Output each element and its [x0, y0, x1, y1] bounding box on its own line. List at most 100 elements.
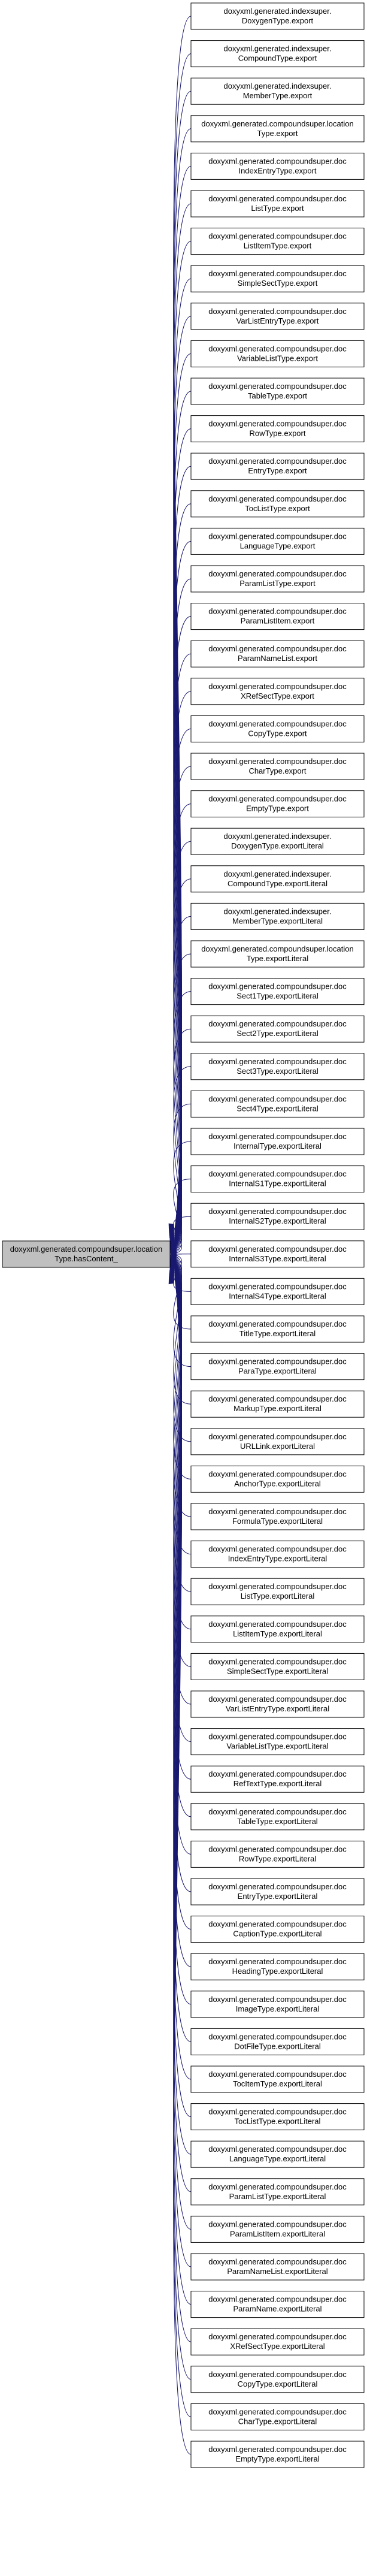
callee-node[interactable]: doxyxml.generated.compoundsuper.docSect3… [190, 1053, 365, 1080]
callee-node[interactable]: doxyxml.generated.indexsuper.CompoundTyp… [190, 865, 365, 893]
callee-node[interactable]: doxyxml.generated.compoundsuper.docRefTe… [190, 1765, 365, 1793]
callee-node[interactable]: doxyxml.generated.compoundsuper.docParam… [190, 2215, 365, 2243]
callee-node[interactable]: doxyxml.generated.compoundsuper.docTable… [190, 378, 365, 405]
node-label-line: MemberType.exportLiteral [232, 916, 323, 925]
node-label-line: doxyxml.generated.compoundsuper.doc [208, 982, 347, 991]
node-label-line: URLLink.exportLiteral [240, 1442, 315, 1451]
node-label-line: CompoundType.exportLiteral [228, 879, 327, 888]
callee-node[interactable]: doxyxml.generated.compoundsuper.docTocLi… [190, 2103, 365, 2131]
callee-node[interactable]: doxyxml.generated.compoundsuper.docCharT… [190, 753, 365, 780]
node-label-line: TocListType.exportLiteral [235, 2117, 321, 2126]
callee-node[interactable]: doxyxml.generated.compoundsuper.docHeadi… [190, 1953, 365, 1980]
callee-node[interactable]: doxyxml.generated.compoundsuper.docFormu… [190, 1503, 365, 1530]
callee-node[interactable]: doxyxml.generated.compoundsuper.docVaria… [190, 340, 365, 367]
callee-node[interactable]: doxyxml.generated.compoundsuper.docListI… [190, 228, 365, 255]
callee-node[interactable]: doxyxml.generated.indexsuper.DoxygenType… [190, 828, 365, 855]
callee-node[interactable]: doxyxml.generated.compoundsuper.docCapti… [190, 1916, 365, 1943]
node-label-line: ParamNameList.export [238, 654, 317, 663]
callee-node[interactable]: doxyxml.generated.indexsuper.CompoundTyp… [190, 40, 365, 68]
callee-node[interactable]: doxyxml.generated.compoundsuper.docEmpty… [190, 2441, 365, 2468]
callee-node[interactable]: doxyxml.generated.compoundsuper.docSimpl… [190, 265, 365, 292]
node-label-line: doxyxml.generated.compoundsuper.doc [208, 1545, 347, 1554]
callee-node[interactable]: doxyxml.generated.indexsuper.DoxygenType… [190, 2, 365, 30]
callee-node[interactable]: doxyxml.generated.compoundsuper.docRowTy… [190, 415, 365, 443]
callee-node[interactable]: doxyxml.generated.compoundsuper.docInter… [190, 1240, 365, 1268]
callee-node[interactable]: doxyxml.generated.compoundsuper.docLangu… [190, 2140, 365, 2168]
node-label-line: doxyxml.generated.compoundsuper.doc [208, 344, 347, 353]
callee-node[interactable]: doxyxml.generated.compoundsuper.docEntry… [190, 1878, 365, 1905]
callee-node[interactable]: doxyxml.generated.compoundsuper.docTocIt… [190, 2065, 365, 2093]
callee-node[interactable]: doxyxml.generated.compoundsuper.docSect1… [190, 978, 365, 1005]
callee-node[interactable]: doxyxml.generated.compoundsuper.docInter… [190, 1165, 365, 1193]
callee-node[interactable]: doxyxml.generated.compoundsuper.docIndex… [190, 152, 365, 180]
callee-node[interactable]: doxyxml.generated.compoundsuper.docTocLi… [190, 490, 365, 518]
callee-node[interactable]: doxyxml.generated.compoundsuper.docInter… [190, 1203, 365, 1230]
node-box [190, 527, 365, 555]
node-label-line: doxyxml.generated.compoundsuper.doc [208, 682, 347, 691]
node-label-line: doxyxml.generated.compoundsuper.doc [208, 2032, 347, 2041]
node-label-line: TitleType.exportLiteral [239, 1329, 316, 1338]
callee-node[interactable]: doxyxml.generated.compoundsuper.docTable… [190, 1803, 365, 1831]
callee-node[interactable]: doxyxml.generated.compoundsuper.docRowTy… [190, 1840, 365, 1868]
node-label-line: ParamName.exportLiteral [233, 2305, 321, 2314]
callee-node[interactable]: doxyxml.generated.compoundsuper.docSect2… [190, 1015, 365, 1043]
node-box [190, 2028, 365, 2055]
callee-node[interactable]: doxyxml.generated.compoundsuper.docSect4… [190, 1090, 365, 1118]
callee-node[interactable]: doxyxml.generated.indexsuper.MemberType.… [190, 902, 365, 930]
callee-node[interactable]: doxyxml.generated.compoundsuper.location… [190, 940, 365, 968]
node-label-line: doxyxml.generated.compoundsuper.location [201, 119, 353, 128]
callee-node[interactable]: doxyxml.generated.compoundsuper.docImage… [190, 1991, 365, 2018]
callee-node[interactable]: doxyxml.generated.compoundsuper.docXRefS… [190, 678, 365, 705]
callee-node[interactable]: doxyxml.generated.compoundsuper.docCharT… [190, 2403, 365, 2430]
callee-node[interactable]: doxyxml.generated.compoundsuper.docParam… [190, 2291, 365, 2318]
node-label-line: CharType.exportLiteral [238, 2417, 317, 2426]
callee-node[interactable]: doxyxml.generated.compoundsuper.docXRefS… [190, 2328, 365, 2355]
node-box [190, 1953, 365, 1980]
callee-node[interactable]: doxyxml.generated.compoundsuper.docTitle… [190, 1315, 365, 1343]
callee-node[interactable]: doxyxml.generated.compoundsuper.docListT… [190, 1578, 365, 1605]
callee-node[interactable]: doxyxml.generated.compoundsuper.location… [190, 115, 365, 143]
node-label-line: EmptyType.export [246, 804, 309, 813]
callee-node[interactable]: doxyxml.generated.indexsuper.MemberType.… [190, 77, 365, 105]
node-label-line: MarkupType.exportLiteral [233, 1404, 321, 1413]
node-label-line: InternalType.exportLiteral [233, 1141, 321, 1150]
node-label-line: doxyxml.generated.compoundsuper.doc [208, 2257, 347, 2266]
node-box [190, 940, 365, 968]
callee-node[interactable]: doxyxml.generated.compoundsuper.docListI… [190, 1615, 365, 1643]
callee-node[interactable]: doxyxml.generated.compoundsuper.docAncho… [190, 1465, 365, 1493]
callee-node[interactable]: doxyxml.generated.compoundsuper.docVarLi… [190, 303, 365, 330]
callee-node[interactable]: doxyxml.generated.compoundsuper.docListT… [190, 190, 365, 218]
callee-node[interactable]: doxyxml.generated.compoundsuper.docIndex… [190, 1541, 365, 1568]
node-label-line: doxyxml.generated.compoundsuper.doc [208, 382, 347, 391]
node-label-line: ImageType.exportLiteral [236, 2004, 320, 2013]
node-box [190, 1090, 365, 1118]
callee-node[interactable]: doxyxml.generated.compoundsuper.docVaria… [190, 1728, 365, 1756]
callee-node[interactable]: doxyxml.generated.compoundsuper.docParam… [190, 565, 365, 593]
callee-node[interactable]: doxyxml.generated.compoundsuper.docInter… [190, 1278, 365, 1305]
callee-node[interactable]: doxyxml.generated.compoundsuper.docParam… [190, 2253, 365, 2281]
callee-node[interactable]: doxyxml.generated.compoundsuper.docMarku… [190, 1390, 365, 1418]
callee-node[interactable]: doxyxml.generated.compoundsuper.docEntry… [190, 452, 365, 480]
callee-node[interactable]: doxyxml.generated.compoundsuper.docInter… [190, 1128, 365, 1155]
callee-node[interactable]: doxyxml.generated.compoundsuper.docCopyT… [190, 715, 365, 742]
callee-node[interactable]: doxyxml.generated.compoundsuper.docParam… [190, 640, 365, 668]
callee-node[interactable]: doxyxml.generated.compoundsuper.docParam… [190, 2178, 365, 2206]
callee-node[interactable]: doxyxml.generated.compoundsuper.docVarLi… [190, 1690, 365, 1718]
node-label-line: doxyxml.generated.compoundsuper.doc [208, 2182, 347, 2191]
node-box [190, 753, 365, 780]
callee-node[interactable]: doxyxml.generated.compoundsuper.docParaT… [190, 1353, 365, 1381]
callee-node[interactable]: doxyxml.generated.compoundsuper.docLangu… [190, 527, 365, 555]
node-box [190, 1916, 365, 1943]
node-box [190, 978, 365, 1005]
graph-edges [168, 16, 192, 2455]
callee-node[interactable]: doxyxml.generated.compoundsuper.docURLLi… [190, 1428, 365, 1455]
callee-node[interactable]: doxyxml.generated.compoundsuper.docEmpty… [190, 790, 365, 818]
callee-node[interactable]: doxyxml.generated.compoundsuper.docDotFi… [190, 2028, 365, 2055]
callee-node[interactable]: doxyxml.generated.compoundsuper.docSimpl… [190, 1653, 365, 1680]
callee-node[interactable]: doxyxml.generated.compoundsuper.docCopyT… [190, 2366, 365, 2393]
node-box [190, 565, 365, 593]
root-node[interactable]: doxyxml.generated.compoundsuper.location… [2, 1240, 171, 1268]
callee-node[interactable]: doxyxml.generated.compoundsuper.docParam… [190, 603, 365, 630]
node-label-line: Sect4Type.exportLiteral [236, 1104, 319, 1113]
node-box [190, 303, 365, 330]
